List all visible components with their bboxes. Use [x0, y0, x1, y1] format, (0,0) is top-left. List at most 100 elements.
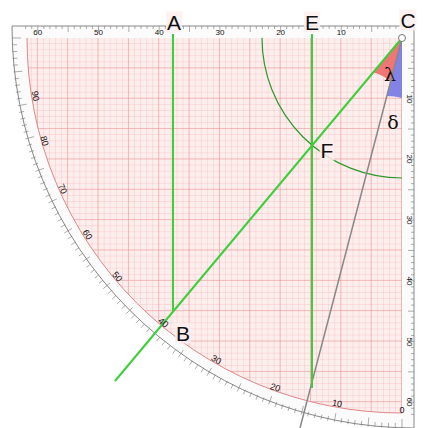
tick	[411, 92, 414, 93]
tick	[250, 392, 252, 397]
line-ab	[172, 34, 174, 311]
scale-number: 30	[215, 29, 224, 37]
arc-scale-number: 0	[399, 406, 404, 415]
tick	[377, 26, 378, 29]
tick	[411, 226, 414, 227]
scale-number: 20	[405, 155, 413, 164]
tick	[329, 26, 330, 29]
tick	[411, 50, 414, 51]
point-label: E	[304, 12, 320, 33]
tick	[411, 122, 414, 123]
tick	[110, 26, 111, 29]
tick	[359, 26, 360, 29]
tick	[167, 345, 170, 349]
tick	[411, 335, 414, 336]
tick	[126, 307, 132, 313]
tick	[238, 26, 239, 29]
tick	[411, 317, 414, 318]
tick	[292, 26, 293, 29]
angle-label: λ	[384, 65, 396, 84]
tick	[383, 26, 384, 29]
tick	[108, 291, 112, 294]
line-e	[311, 34, 313, 388]
tick	[12, 38, 21, 39]
tick	[374, 422, 375, 427]
tick	[18, 104, 27, 106]
tick	[95, 275, 99, 278]
tick	[361, 421, 363, 426]
point-label: F	[320, 140, 335, 161]
tick	[371, 26, 372, 32]
tick	[327, 416, 329, 421]
tick	[340, 418, 342, 423]
tick	[13, 64, 18, 65]
tick	[22, 125, 27, 126]
tick	[411, 262, 414, 263]
tick	[411, 86, 414, 87]
tick	[411, 365, 414, 366]
tick	[190, 361, 193, 365]
tick	[411, 299, 414, 300]
tick	[16, 91, 21, 93]
tick	[112, 296, 116, 299]
tick	[411, 104, 414, 105]
tick	[25, 26, 26, 29]
tick	[402, 419, 403, 428]
tick	[121, 305, 125, 308]
tick	[86, 26, 87, 29]
tick	[256, 395, 258, 400]
tick	[68, 26, 69, 32]
tick	[411, 110, 414, 111]
tick	[274, 26, 275, 29]
scale-number: 20	[276, 29, 285, 37]
tick	[68, 236, 72, 239]
tick	[15, 84, 20, 86]
tick	[136, 320, 139, 324]
tick	[411, 177, 414, 178]
tick	[38, 176, 43, 178]
tick	[25, 137, 34, 139]
tick	[103, 283, 110, 289]
tick	[411, 207, 414, 208]
tick	[250, 26, 251, 32]
tick	[275, 402, 277, 407]
tick	[117, 301, 121, 304]
tick	[128, 26, 129, 32]
tick	[288, 406, 289, 411]
tick	[408, 129, 414, 130]
tick	[83, 257, 90, 262]
tick	[104, 26, 105, 29]
tick	[389, 26, 390, 29]
tick	[71, 242, 75, 245]
tick	[353, 26, 354, 29]
tick	[12, 44, 17, 45]
tick	[201, 26, 202, 29]
scale-number: 10	[337, 29, 346, 37]
tick	[381, 422, 382, 427]
tick	[408, 68, 414, 69]
tick	[189, 26, 190, 32]
tick	[295, 408, 296, 413]
tick	[58, 219, 62, 221]
scale-number: 60	[33, 29, 42, 37]
tick	[49, 26, 50, 29]
tick	[13, 71, 22, 73]
tick	[411, 377, 414, 378]
tick	[286, 26, 287, 29]
tick	[243, 390, 245, 395]
tick	[411, 147, 414, 148]
tick	[411, 408, 414, 409]
tick	[256, 26, 257, 29]
tick	[46, 195, 51, 197]
tick	[62, 26, 63, 29]
tick	[411, 153, 414, 154]
tick	[134, 26, 135, 29]
tick	[411, 195, 414, 196]
tick	[411, 390, 414, 391]
point-label: A	[166, 12, 182, 33]
tick	[153, 26, 154, 29]
tick	[281, 404, 283, 409]
tick	[195, 364, 198, 368]
green-arc	[262, 38, 402, 178]
